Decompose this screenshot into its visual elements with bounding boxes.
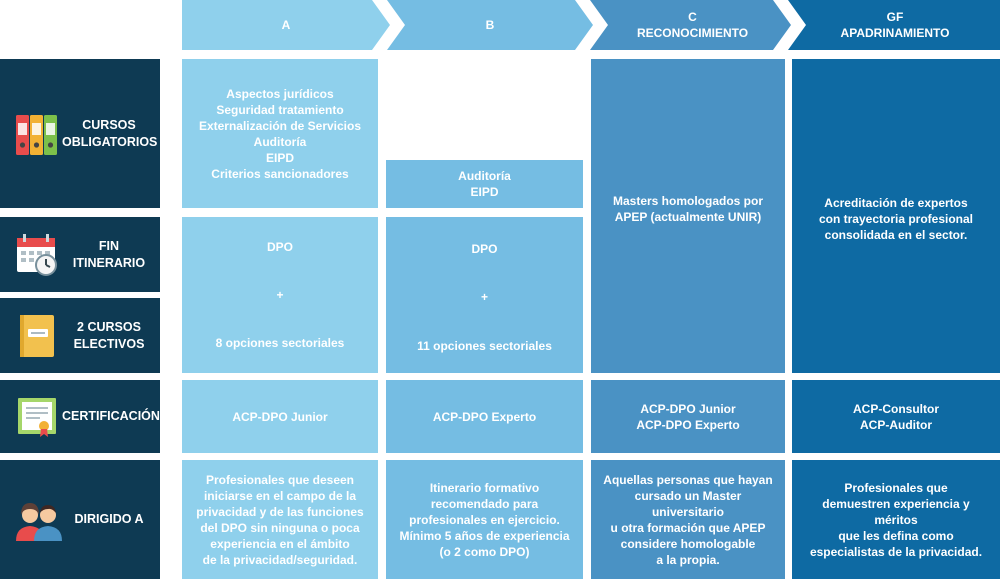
row-label-text: CERTIFICACIÓN (62, 409, 160, 423)
header-b-label: B (485, 18, 495, 32)
cell-text-dpo: DPO (266, 240, 293, 254)
calendar-clock-icon (17, 233, 57, 276)
header-chevron-c (590, 0, 791, 50)
cell-text: Auditoría EIPD (458, 169, 511, 199)
cell-text-plus: + (276, 288, 284, 302)
cell-c-formacion: Masters homologados por APEP (actualment… (591, 59, 785, 373)
row-label-certificacion: CERTIFICACIÓN (0, 380, 160, 453)
header-chevron-a (182, 0, 390, 50)
row-label-cursos-obligatorios: CURSOS OBLIGATORIOS (0, 59, 160, 208)
cell-b-cursos-obligatorios: Auditoría EIPD (386, 160, 583, 208)
cell-text: Masters homologados por APEP (actualment… (612, 194, 764, 224)
header-c-label-1: C (688, 10, 697, 24)
cell-text: Aquellas personas que hayan cursado un M… (603, 472, 773, 567)
header-chevrons (182, 0, 1000, 50)
header-chevron-b (387, 0, 593, 50)
cell-b-dirigido: Itinerario formativo recomendado para pr… (386, 460, 583, 579)
folder-icon (20, 314, 54, 357)
cell-text: Acreditación de expertos con trayectoria… (818, 196, 974, 242)
binders-icon (16, 114, 57, 155)
row-label-text: 2 CURSOS ELECTIVOS (73, 319, 145, 351)
header-gf: GF APADRINAMIENTO (800, 0, 990, 50)
row-label-text: DIRIGIDO A (74, 512, 144, 526)
cell-gf-dirigido: Profesionales que demuestren experiencia… (792, 460, 1000, 579)
cell-c-dirigido: Aquellas personas que hayan cursado un M… (591, 460, 785, 579)
header-gf-label-2: APADRINAMIENTO (840, 26, 950, 40)
header-b: B (395, 0, 585, 50)
row-label-cursos-electivos: 2 CURSOS ELECTIVOS (0, 298, 160, 373)
cell-a-dirigido: Profesionales que deseen iniciarse en el… (182, 460, 378, 579)
cell-text-dpo: DPO (471, 242, 498, 256)
cell-text-opciones: 8 opciones sectoriales (215, 336, 345, 350)
cell-text: Aspectos jurídicos Seguridad tratamiento… (198, 86, 362, 181)
cell-gf-formacion: Acreditación de expertos con trayectoria… (792, 59, 1000, 373)
cell-text: ACP-DPO Junior (232, 409, 328, 424)
cell-text: ACP-DPO Experto (432, 409, 537, 424)
cell-text: Profesionales que deseen iniciarse en el… (196, 472, 364, 567)
cell-a-itinerario-electivos: DPO + 8 opciones sectoriales (182, 217, 378, 373)
cell-text-plus: + (480, 290, 488, 304)
cell-text-opciones: 11 opciones sectoriales (417, 339, 552, 353)
cell-gf-certificacion: ACP-Consultor ACP-Auditor (792, 380, 1000, 453)
header-gf-label-1: GF (886, 10, 904, 24)
row-label-dirigido-a: DIRIGIDO A (0, 460, 160, 579)
cell-text: ACP-DPO Junior ACP-DPO Experto (636, 401, 740, 432)
row-label-text: CURSOS OBLIGATORIOS (62, 117, 158, 149)
cell-c-certificacion: ACP-DPO Junior ACP-DPO Experto (591, 380, 785, 453)
header-a: A (182, 0, 390, 50)
cell-b-certificacion: ACP-DPO Experto (386, 380, 583, 453)
cell-a-certificacion: ACP-DPO Junior (182, 380, 378, 453)
header-c-label-2: RECONOCIMIENTO (636, 26, 749, 40)
cell-text: ACP-Consultor ACP-Auditor (853, 401, 939, 432)
certificate-icon (18, 397, 56, 437)
cell-a-cursos-obligatorios: Aspectos jurídicos Seguridad tratamiento… (182, 59, 378, 208)
header-a-label: A (281, 18, 291, 32)
people-icon (16, 502, 62, 541)
cell-text: Profesionales que demuestren experiencia… (809, 480, 983, 559)
row-label-fin-itinerario: FIN ITINERARIO (0, 217, 160, 292)
row-label-text: FIN ITINERARIO (72, 238, 146, 270)
cell-text: Itinerario formativo recomendado para pr… (399, 480, 570, 559)
cell-b-itinerario-electivos: DPO + 11 opciones sectoriales (386, 217, 583, 373)
header-c: C RECONOCIMIENTO (600, 0, 785, 50)
header-chevron-gf (788, 0, 1000, 50)
